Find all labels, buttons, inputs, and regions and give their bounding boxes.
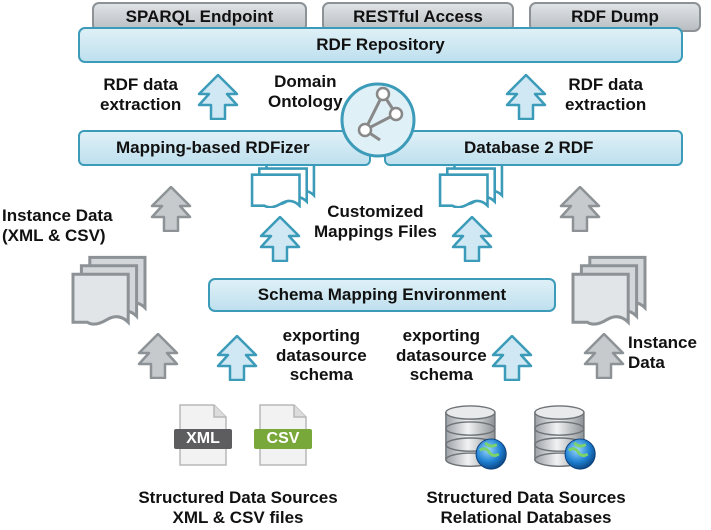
database-2-rdf-label: Database 2 RDF (464, 138, 594, 157)
document-stack-icon (250, 161, 316, 208)
repository-label: RDF Repository (316, 35, 445, 54)
csv-file-icon: CSV (254, 403, 312, 467)
upload-arrow-icon (197, 74, 239, 120)
rdf-dump-label: RDF Dump (571, 7, 659, 26)
xml-file-icon: XML (174, 403, 232, 467)
extraction-right-label: RDF data extraction (565, 75, 647, 114)
database-globe-icon (444, 405, 508, 471)
mapping-rdfizer-label: Mapping-based RDFizer (116, 138, 310, 157)
upload-arrow-icon (216, 335, 258, 381)
document-stack-icon (438, 161, 504, 208)
sources-left-label: Structured Data Sources XML & CSV files (138, 488, 338, 527)
upload-arrow-icon (150, 186, 192, 232)
upload-arrow-icon (137, 333, 179, 379)
upload-arrow-icon (559, 186, 601, 232)
export-left-label: exporting datasource schema (276, 326, 367, 385)
csv-badge: CSV (254, 429, 312, 449)
sparql-label: SPARQL Endpoint (125, 7, 274, 26)
document-stack-icon (71, 255, 147, 326)
upload-arrow-icon (505, 74, 547, 120)
sources-right-label: Structured Data Sources Relational Datab… (426, 488, 626, 527)
export-right-label: exporting datasource schema (396, 326, 487, 385)
mapping-rdfizer-box: Mapping-based RDFizer (78, 130, 371, 166)
restful-label: RESTful Access (353, 7, 483, 26)
extraction-left-label: RDF data extraction (100, 75, 182, 114)
xml-badge: XML (174, 429, 232, 449)
database-globe-icon (533, 405, 597, 471)
schema-env-label: Schema Mapping Environment (257, 285, 507, 304)
instance-data-left-label: Instance Data (XML & CSV) (2, 206, 113, 245)
instance-data-right-label: Instance Data (628, 333, 697, 372)
domain-ontology-label: Domain Ontology (268, 72, 343, 111)
upload-arrow-icon (451, 216, 493, 262)
document-stack-icon (571, 255, 647, 326)
rdf-repository-box: RDF Repository (78, 27, 683, 63)
upload-arrow-icon (583, 333, 625, 379)
database-2-rdf-box: Database 2 RDF (384, 130, 683, 166)
upload-arrow-icon (491, 335, 533, 381)
upload-arrow-icon (259, 216, 301, 262)
mappings-files-label: Customized Mappings Files (314, 202, 437, 241)
schema-mapping-environment-box: Schema Mapping Environment (208, 278, 556, 312)
